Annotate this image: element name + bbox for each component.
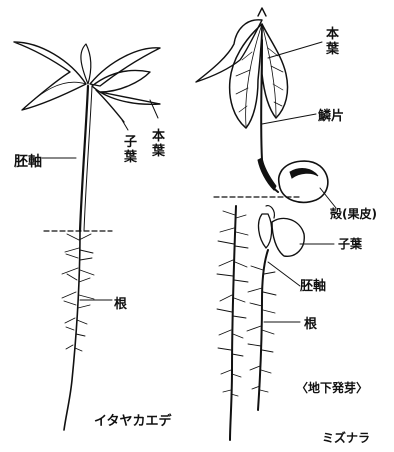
right-hypocotyl-label: 胚軸 bbox=[300, 278, 326, 294]
right-root-label: 根 bbox=[304, 316, 318, 332]
left-true-leaf-label: 本葉 bbox=[151, 128, 166, 159]
right-cotyledon-stalk bbox=[266, 206, 274, 218]
left-cotyledon-right bbox=[92, 71, 160, 105]
right-shell-pointer bbox=[320, 188, 336, 208]
left-hypocotyl-label: 胚軸 bbox=[14, 153, 42, 170]
right-cotyledon-right bbox=[272, 218, 304, 256]
right-side-root bbox=[230, 206, 236, 440]
left-plant-name: イタヤカエデ bbox=[94, 413, 172, 429]
right-acorn-shading bbox=[290, 169, 318, 178]
left-main-root bbox=[64, 231, 80, 430]
right-true-leaf-upper bbox=[196, 20, 262, 82]
left-cotyledon-pointer bbox=[122, 120, 128, 130]
right-true-leaf-right bbox=[262, 24, 288, 118]
right-true-leaf-label: 本葉 bbox=[325, 26, 340, 57]
right-apical-bud bbox=[258, 8, 266, 16]
right-scale-leaf-label: 鱗片 bbox=[317, 108, 344, 124]
left-petiole bbox=[96, 90, 124, 122]
left-hypocotyl-stem-edge bbox=[84, 86, 92, 231]
right-scale-leaf-pointer bbox=[262, 114, 316, 124]
left-cotyledon-midrib bbox=[24, 82, 86, 108]
left-cotyledon-label: 子葉 bbox=[123, 135, 138, 165]
right-stem-shading bbox=[258, 158, 276, 190]
right-shell-label: 殻(果皮) bbox=[330, 206, 377, 221]
right-plant-name: ミズナラ bbox=[322, 430, 370, 445]
right-acorn-shell bbox=[279, 161, 328, 202]
right-cotyledon-left bbox=[259, 214, 272, 248]
right-germination-type: 〈地下発芽〉 bbox=[296, 380, 368, 395]
left-plant: 胚軸 子葉 本葉 根 イタヤカエデ bbox=[14, 42, 172, 430]
right-hypocotyl-pointer bbox=[268, 262, 300, 286]
right-plant: 本葉 鱗片 殻(果皮) 子葉 胚軸 根 〈地下発芽〉 ミズナラ bbox=[196, 8, 377, 445]
left-cotyledon-left bbox=[14, 42, 86, 110]
left-hypocotyl-stem bbox=[80, 86, 88, 231]
left-root-label: 根 bbox=[114, 296, 128, 312]
right-cotyledon-label: 子葉 bbox=[338, 236, 363, 251]
